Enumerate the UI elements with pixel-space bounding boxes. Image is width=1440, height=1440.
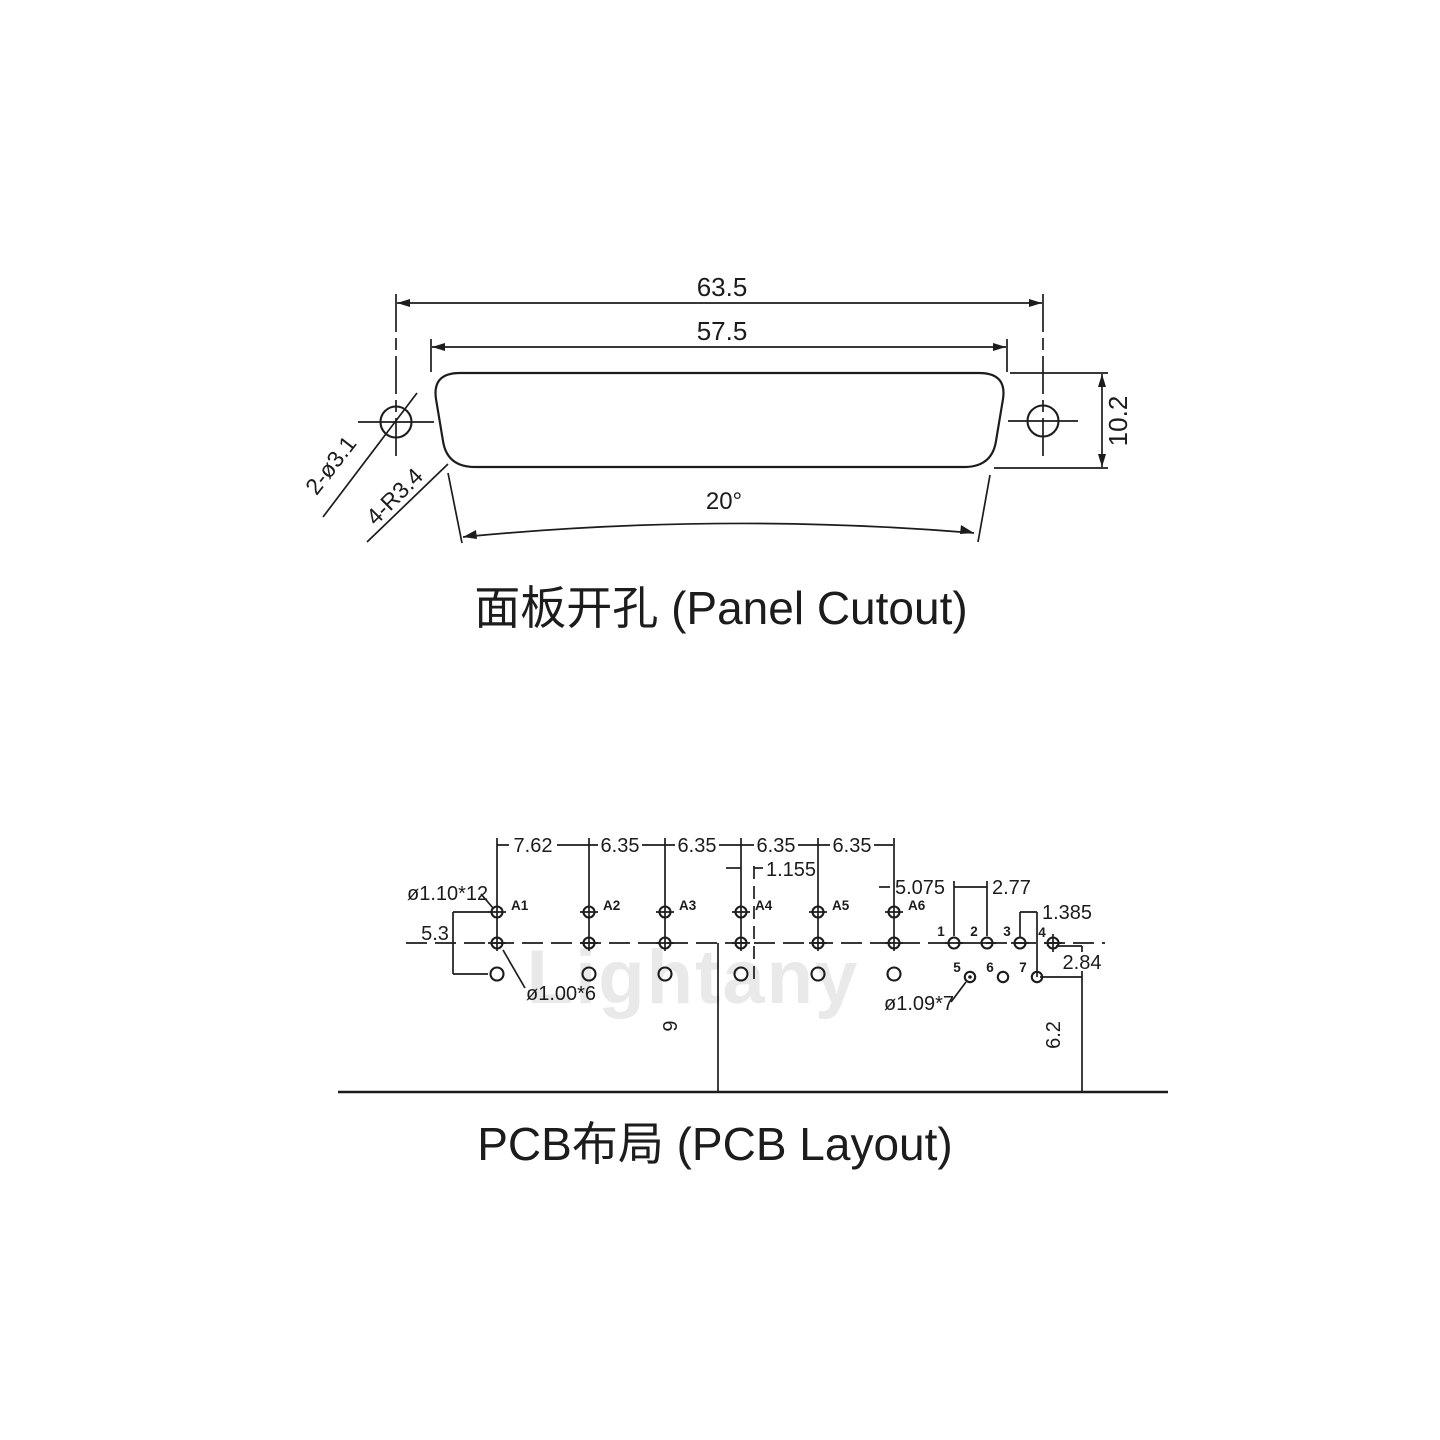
a-pin-label-2: A2 bbox=[603, 898, 620, 913]
pcb-layout-drawing: 7.62 6.35 6.35 6.35 6.35 bbox=[338, 835, 1168, 1170]
dim-row-offset-label: 5.3 bbox=[421, 923, 449, 945]
dim-edge-right-label: 6.2 bbox=[1043, 1021, 1065, 1049]
label-mask bbox=[830, 836, 874, 853]
dim-pin-pitch-label: 2.77 bbox=[992, 877, 1031, 899]
panel-cutout-title: 面板开孔 (Panel Cutout) bbox=[474, 582, 967, 634]
angle-ext-right bbox=[977, 474, 991, 543]
mount-hole-spec-label: 2-ø3.1 bbox=[300, 431, 361, 499]
arrow-right-icon bbox=[1029, 299, 1042, 307]
pin-label-6: 6 bbox=[986, 960, 994, 975]
hole-spec-pins-label: ø1.09*7 bbox=[884, 993, 954, 1015]
dim-center-offset-label: 1.155 bbox=[766, 859, 816, 881]
dim-angle-label: 20° bbox=[706, 488, 742, 515]
dim-stagger-label: 1.385 bbox=[1042, 902, 1092, 924]
arrow-right-icon bbox=[993, 343, 1006, 351]
arrow-left-icon bbox=[432, 343, 445, 351]
arrow-down-icon bbox=[1098, 454, 1106, 467]
pin-label-4: 4 bbox=[1038, 925, 1046, 940]
arrow-right-icon bbox=[960, 525, 974, 534]
panel-cutout-drawing: 63.5 57.5 10.2 20° 2-ø3.1 4- bbox=[300, 272, 1133, 634]
a-row-top-holes bbox=[488, 905, 903, 919]
a-pin-label-3: A3 bbox=[679, 898, 697, 913]
angle-ext-left bbox=[447, 472, 463, 544]
hole-spec-bottom-leader bbox=[502, 949, 526, 989]
pcb-layout-title: PCB布局 (PCB Layout) bbox=[477, 1118, 952, 1170]
pitch-label-3: 6.35 bbox=[678, 835, 717, 857]
hole-spec-pins-leader bbox=[950, 981, 967, 1003]
pitch-label-1: 7.62 bbox=[514, 835, 553, 857]
dim-inner-width-label: 57.5 bbox=[697, 316, 748, 346]
pin-row-upper bbox=[945, 934, 1062, 952]
dim-height-label: 10.2 bbox=[1103, 396, 1133, 447]
dim-edge-center-label: 9 bbox=[660, 1020, 682, 1031]
hole-spec-top-leader bbox=[480, 893, 494, 909]
dim-a6-pin1-label: 5.075 bbox=[895, 877, 945, 899]
label-mask bbox=[509, 836, 557, 853]
a-pin-label-6: A6 bbox=[908, 898, 926, 913]
pitch-label-4: 6.35 bbox=[757, 835, 796, 857]
watermark-text: Lightany bbox=[527, 935, 860, 1020]
dim-outer-width-label: 63.5 bbox=[697, 272, 748, 302]
pin-label-3: 3 bbox=[1003, 924, 1011, 939]
pitch-label-5: 6.35 bbox=[833, 835, 872, 857]
pin-row-lower bbox=[963, 970, 1044, 984]
label-mask bbox=[754, 836, 798, 853]
pitch-label-2: 6.35 bbox=[601, 835, 640, 857]
a-pin-label-1: A1 bbox=[511, 898, 529, 913]
label-mask bbox=[598, 836, 642, 853]
a-row-bottom-holes bbox=[489, 966, 902, 982]
arrow-left-icon bbox=[397, 299, 410, 307]
mount-hole-leader bbox=[322, 392, 418, 518]
a-pin-label-4: A4 bbox=[755, 898, 773, 913]
hole-spec-bottom-label: ø1.00*6 bbox=[526, 983, 596, 1005]
pin-label-5: 5 bbox=[953, 960, 961, 975]
corner-radius-leader bbox=[366, 463, 449, 543]
label-mask bbox=[675, 836, 719, 853]
hole-spec-top-label: ø1.10*12 bbox=[407, 883, 488, 905]
pin-label-1: 1 bbox=[937, 924, 945, 939]
pin-label-2: 2 bbox=[970, 924, 978, 939]
arrow-left-icon bbox=[463, 530, 477, 539]
panel-cutout-shape bbox=[434, 371, 1005, 469]
pin-label-7: 7 bbox=[1019, 960, 1027, 975]
arrow-up-icon bbox=[1098, 374, 1106, 387]
dim-lower-row-offset-label: 2.84 bbox=[1063, 952, 1102, 974]
a-pin-label-5: A5 bbox=[832, 898, 850, 913]
angle-arc bbox=[462, 522, 975, 538]
a-row-center-holes bbox=[488, 936, 903, 950]
label-mask bbox=[1058, 952, 1106, 971]
corner-radius-label: 4-R3.4 bbox=[361, 463, 428, 530]
